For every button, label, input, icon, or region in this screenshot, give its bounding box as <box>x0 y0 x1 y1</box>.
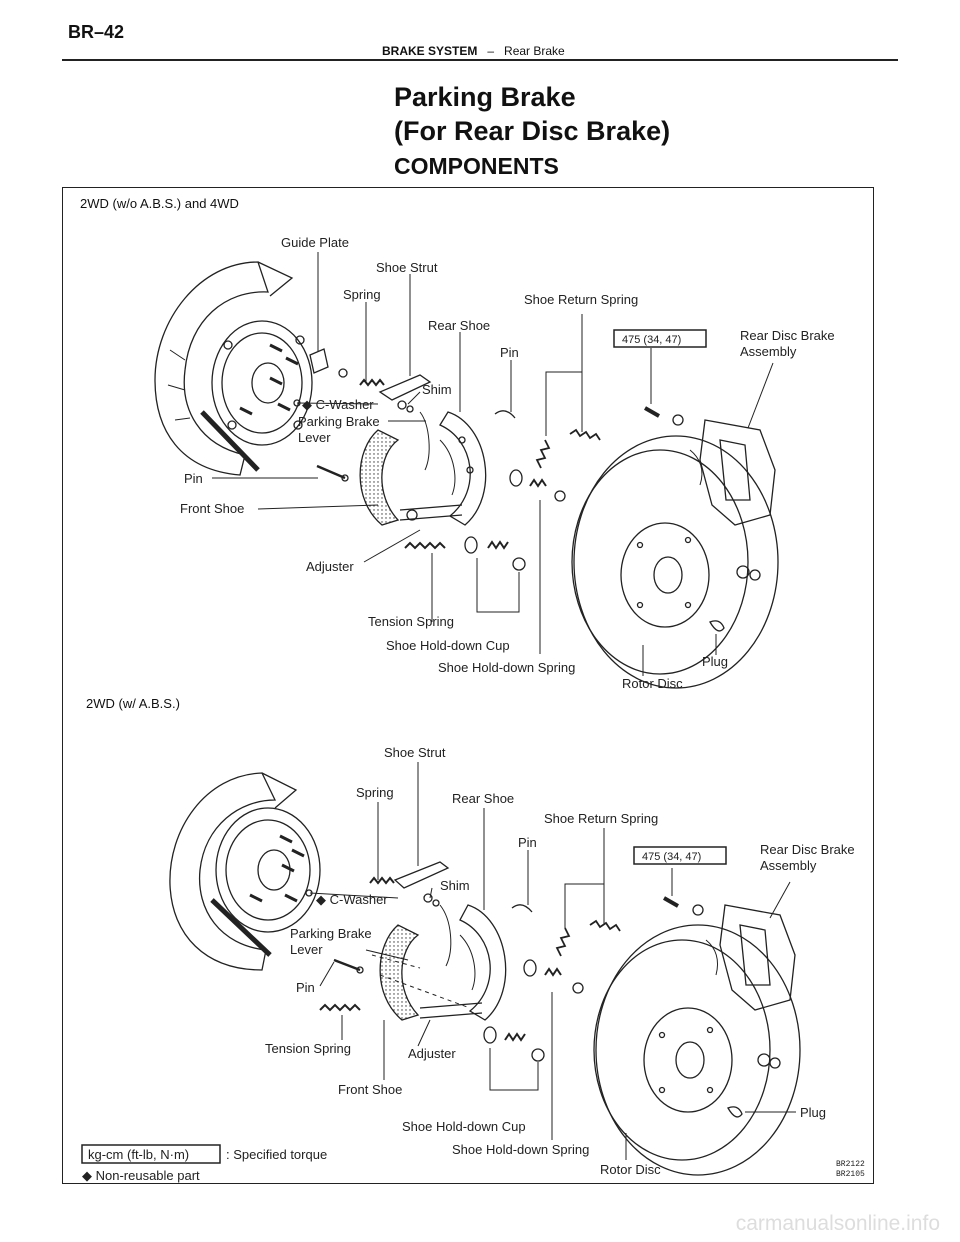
pin-left-1 <box>316 464 349 482</box>
guide-plate-1 <box>309 348 348 378</box>
brake-shoes-2 <box>371 904 507 1021</box>
header-rule <box>62 59 898 61</box>
label-rear-shoe-1: Rear Shoe <box>428 318 490 333</box>
label-shoe-return-spring-1: Shoe Return Spring <box>524 292 638 307</box>
watermark: carmanualsonline.info <box>735 1212 940 1235</box>
section-header: BRAKE SYSTEM–Rear Brake <box>382 44 565 58</box>
caliper-1 <box>689 419 776 526</box>
small-spring-1 <box>359 378 385 387</box>
section-separator: – <box>487 44 495 58</box>
tension-spring-1 <box>404 541 446 550</box>
label-guide-plate-1: Guide Plate <box>281 235 349 250</box>
label-shoe-hold-down-cup-1: Shoe Hold-down Cup <box>386 638 510 653</box>
rotor-disc-2 <box>593 924 801 1176</box>
section-heading: COMPONENTS <box>394 153 559 179</box>
label-parking-brake-lever-2a: Parking Brake <box>290 926 372 941</box>
label-shoe-return-spring-2: Shoe Return Spring <box>544 811 658 826</box>
label-spring-1: Spring <box>343 287 381 302</box>
subsection-name: Rear Brake <box>504 44 565 58</box>
legend-unit-text: kg-cm (ft-lb, N·m) <box>88 1147 189 1162</box>
axle-hub-2 <box>210 807 321 957</box>
page-title-line1: Parking Brake <box>394 82 576 112</box>
brake-shoes-1 <box>359 411 487 526</box>
label-shim-2: Shim <box>440 878 470 893</box>
return-springs-1 <box>494 410 601 469</box>
label-plug-2: Plug <box>800 1105 826 1120</box>
legend-unit-box <box>81 1144 221 1164</box>
figure-code-2: BR2105 <box>836 1170 865 1179</box>
shoe-strut-1 <box>378 374 432 401</box>
label-pin-top-2: Pin <box>518 835 537 850</box>
label-adjuster-1: Adjuster <box>306 559 354 574</box>
label-shoe-strut-1: Shoe Strut <box>376 260 438 275</box>
caliper-2 <box>705 904 796 1011</box>
label-rear-disc-brake-2a: Rear Disc Brake <box>760 842 855 857</box>
label-tension-spring-2: Tension Spring <box>265 1041 351 1056</box>
label-front-shoe-2: Front Shoe <box>338 1082 402 1097</box>
label-torque-1: 475 (34, 47) <box>622 334 681 346</box>
label-rear-disc-brake-1a: Rear Disc Brake <box>740 328 835 343</box>
bolt-washer-1 <box>644 406 761 581</box>
label-parking-brake-lever-2b: Lever <box>290 942 323 957</box>
label-c-washer-1: ◆ C-Washer <box>302 397 374 412</box>
variant-label-1: 2WD (w/o A.B.S.) and 4WD <box>80 196 239 211</box>
hub-bolts-1 <box>239 343 299 416</box>
label-pin-left-2: Pin <box>296 980 315 995</box>
adjuster-1 <box>399 504 463 521</box>
pin-left-2 <box>333 958 364 974</box>
label-spring-2: Spring <box>356 785 394 800</box>
label-shoe-hold-down-cup-2: Shoe Hold-down Cup <box>402 1119 526 1134</box>
label-plug-1: Plug <box>702 654 728 669</box>
section-name: BRAKE SYSTEM <box>382 44 478 58</box>
backing-plate-2 <box>169 772 298 971</box>
shoe-strut-2 <box>305 861 450 907</box>
legend-non-reusable: ◆ Non-reusable part <box>82 1168 200 1183</box>
plug-2 <box>727 1106 743 1118</box>
label-rear-disc-brake-2b: Assembly <box>760 858 817 873</box>
page-number: BR–42 <box>68 22 125 42</box>
small-spring-2 <box>369 876 395 885</box>
label-rear-shoe-2: Rear Shoe <box>452 791 514 806</box>
backing-plate-1 <box>154 261 294 476</box>
axle-hub-1 <box>200 320 313 472</box>
label-parking-brake-lever-1a: Parking Brake <box>298 414 380 429</box>
label-adjuster-2: Adjuster <box>408 1046 456 1061</box>
label-shoe-strut-2: Shoe Strut <box>384 745 446 760</box>
rotor-disc-1 <box>571 435 779 689</box>
leader-lines-1 <box>212 252 774 676</box>
page-title-line2: (For Rear Disc Brake) <box>394 116 671 146</box>
label-c-washer-2: ◆ C-Washer <box>316 892 388 907</box>
torque-box-2 <box>633 846 727 865</box>
bolt-washer-2 <box>663 896 781 1069</box>
torque-box-1 <box>613 329 707 348</box>
label-rear-disc-brake-1b: Assembly <box>740 344 797 359</box>
hold-down-parts-1 <box>464 469 566 571</box>
label-pin-top-1: Pin <box>500 345 519 360</box>
label-torque-2: 475 (34, 47) <box>642 851 701 863</box>
label-shoe-hold-down-spring-2: Shoe Hold-down Spring <box>452 1142 589 1157</box>
label-parking-brake-lever-1b: Lever <box>298 430 331 445</box>
leader-lines-2 <box>309 762 796 1160</box>
return-springs-2 <box>511 904 621 957</box>
tension-spring-2 <box>319 1003 361 1012</box>
figure-code-1: BR2122 <box>836 1160 865 1169</box>
variant-label-2: 2WD (w/ A.B.S.) <box>86 696 180 711</box>
hold-down-parts-2 <box>483 959 584 1062</box>
label-pin-left-1: Pin <box>184 471 203 486</box>
label-shoe-hold-down-spring-1: Shoe Hold-down Spring <box>438 660 575 675</box>
label-rotor-disc-1: Rotor Disc <box>622 676 683 691</box>
plug-1 <box>709 620 725 632</box>
legend-specified-torque: : Specified torque <box>226 1147 327 1162</box>
label-tension-spring-1: Tension Spring <box>368 614 454 629</box>
label-shim-1: Shim <box>422 382 452 397</box>
diagram-frame <box>62 187 874 1184</box>
label-rotor-disc-2: Rotor Disc <box>600 1162 661 1177</box>
label-front-shoe-1: Front Shoe <box>180 501 244 516</box>
